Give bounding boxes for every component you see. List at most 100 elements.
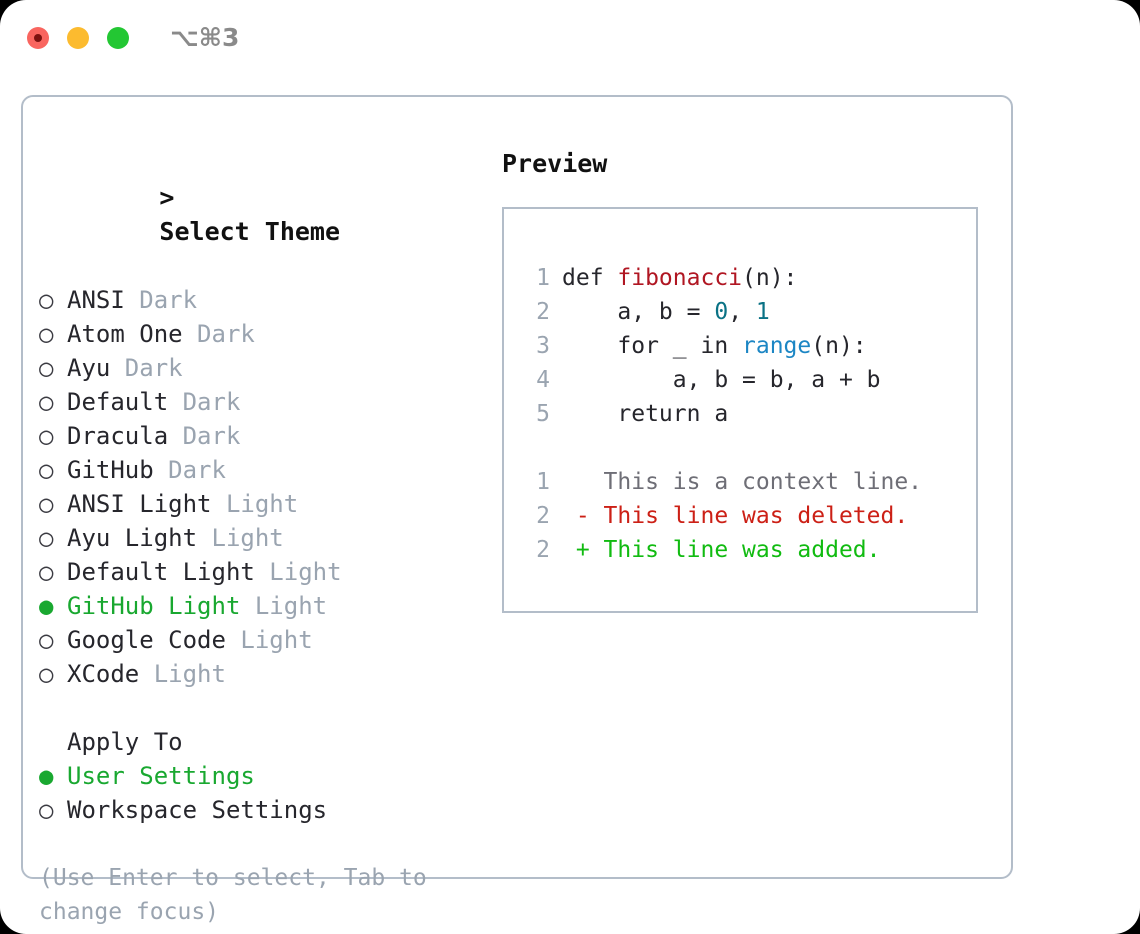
code-token-plain: def [562, 265, 618, 291]
theme-option[interactable]: ○ GitHub Dark [39, 453, 469, 487]
code-token-plain: a, b = b, a + b [562, 367, 881, 393]
diff-line: 2 + This line was added. [522, 533, 976, 567]
diff-line-number: 2 [536, 503, 550, 529]
code-line-number: 3 [536, 333, 550, 359]
theme-variant-tag: Light [197, 524, 284, 552]
apply-to-option-label: Workspace Settings [67, 796, 328, 824]
diff-line-text: + This line was added. [562, 537, 881, 563]
theme-picker-card: > Select Theme ○ANSI Dark○Atom One Dark○… [21, 95, 1013, 925]
theme-variant-tag: Dark [153, 456, 226, 484]
radio-unselected-icon: ○ [39, 796, 54, 824]
code-token-plain: (n): [811, 333, 867, 359]
theme-option-list[interactable]: ○ ANSI Dark ○ Atom One Dark ○ Ayu Dark ○ Defaul… [39, 283, 469, 691]
minimize-button-icon[interactable] [67, 27, 89, 49]
code-token-func: fibonacci [617, 265, 743, 291]
theme-option[interactable]: ○ Atom One Dark [39, 317, 469, 351]
code-token-plain: for _ in [562, 333, 743, 359]
heading-label: Select Theme [159, 217, 341, 246]
diff-sample: 1 This is a context line.2 - This line w… [522, 465, 976, 567]
apply-to-label: Apply To [67, 728, 183, 756]
radio-unselected-icon: ○ [39, 320, 54, 348]
radio-unselected-icon: ○ [39, 388, 54, 416]
apply-to-option-label: User Settings [67, 762, 255, 790]
theme-option[interactable]: ○XCode Light [39, 657, 469, 691]
select-theme-heading: > Select Theme [39, 147, 469, 283]
apply-to-option-list[interactable]: ● User Settings ○ Workspace Settings [39, 759, 469, 827]
theme-option-label: Ayu [67, 354, 111, 382]
theme-option[interactable]: ○ Default Dark [39, 385, 469, 419]
theme-variant-tag: Light [225, 626, 313, 654]
radio-unselected-icon: ○ [39, 626, 54, 654]
theme-variant-tag: Light [139, 660, 226, 688]
radio-unselected-icon: ○ [39, 286, 54, 314]
theme-option[interactable]: ○Dracula Dark [39, 419, 469, 453]
code-token-plain: , [728, 299, 756, 325]
diff-line: 2 - This line was deleted. [522, 499, 976, 533]
theme-option-label: XCode [67, 660, 140, 688]
theme-option[interactable]: ○ ANSI Dark [39, 283, 469, 317]
theme-option[interactable]: ● GitHub Light Light [39, 589, 469, 623]
theme-list-column: > Select Theme ○ANSI Dark○Atom One Dark○… [39, 147, 469, 929]
theme-option-label: GitHub Light [67, 592, 241, 620]
code-token-call: range [742, 333, 812, 359]
diff-line-number: 2 [536, 537, 550, 563]
code-token-num: 0 [714, 299, 729, 325]
diff-line-number: 1 [536, 469, 550, 495]
theme-option-label: GitHub [67, 456, 154, 484]
radio-unselected-icon: ○ [39, 558, 54, 586]
theme-variant-tag: Dark [182, 320, 255, 348]
theme-option[interactable]: ○ ANSI Light Light [39, 487, 469, 521]
theme-variant-tag: Dark [124, 286, 198, 314]
theme-option-label: Default Light [67, 558, 255, 586]
diff-line: 1 This is a context line. [522, 465, 976, 499]
code-line: 5 return a [522, 397, 976, 431]
theme-option-label: Ayu Light [67, 524, 198, 552]
code-line-number: 1 [536, 265, 550, 291]
radio-unselected-icon: ○ [39, 456, 54, 484]
title-bar: ⌥⌘3 [0, 0, 1140, 76]
theme-option-label: ANSI [67, 286, 125, 314]
preview-heading: Preview [502, 149, 608, 178]
theme-variant-tag: Dark [110, 354, 183, 382]
close-button-icon[interactable] [27, 27, 49, 49]
code-line: 1 def fibonacci(n): [522, 261, 976, 295]
theme-option[interactable]: ○ Ayu Light Light [39, 521, 469, 555]
theme-option-label: ANSI Light [67, 490, 212, 518]
radio-unselected-icon: ○ [39, 490, 54, 518]
theme-variant-tag: Dark [168, 422, 241, 450]
theme-option-label: Atom One [67, 320, 183, 348]
theme-option[interactable]: ○Default Light Light [39, 555, 469, 589]
theme-option[interactable]: ○ Ayu Dark [39, 351, 469, 385]
code-line: 2 a, b = 0, 1 [522, 295, 976, 329]
code-line-number: 5 [536, 401, 550, 427]
code-token-plain: a, b = [562, 299, 715, 325]
theme-option[interactable]: ○ Google Code Light [39, 623, 469, 657]
theme-variant-tag: Light [211, 490, 299, 518]
theme-variant-tag: Light [240, 592, 328, 620]
diff-line-text: - This line was deleted. [562, 503, 909, 529]
keyboard-hint-text: (Use Enter to select, Tab to change focu… [39, 865, 441, 925]
code-token-plain: return a [562, 401, 729, 427]
window-controls [27, 27, 129, 49]
theme-option-label: Google Code [67, 626, 226, 654]
heading-caret-icon: > [159, 183, 175, 212]
radio-selected-icon: ● [39, 592, 54, 620]
zoom-button-icon[interactable] [107, 27, 129, 49]
code-diff-separator [522, 431, 976, 465]
code-line-number: 2 [536, 299, 550, 325]
theme-variant-tag: Dark [168, 388, 241, 416]
diff-line-text: This is a context line. [562, 469, 923, 495]
keyboard-shortcut-label: ⌥⌘3 [170, 23, 240, 52]
apply-to-option[interactable]: ○ Workspace Settings [39, 793, 469, 827]
code-line: 3 for _ in range(n): [522, 329, 976, 363]
radio-unselected-icon: ○ [39, 354, 54, 382]
code-token-plain: (n): [742, 265, 798, 291]
radio-selected-icon: ● [39, 762, 54, 790]
apply-to-option[interactable]: ● User Settings [39, 759, 469, 793]
radio-unselected-icon: ○ [39, 524, 54, 552]
theme-option-label: Default [67, 388, 169, 416]
list-gap [39, 691, 469, 725]
